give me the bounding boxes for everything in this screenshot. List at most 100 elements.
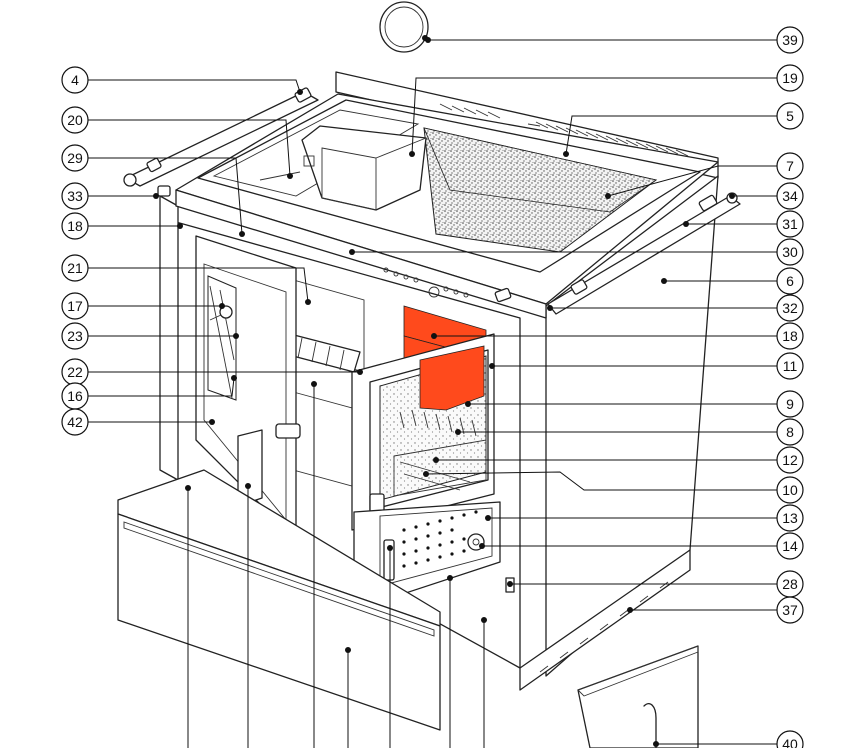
callout-number: 10	[782, 482, 798, 498]
callout-number: 28	[782, 576, 798, 592]
callout-target-dot	[231, 375, 237, 381]
callout-31: 31	[776, 210, 804, 238]
callout-leader	[88, 157, 243, 235]
callout-target-dot	[627, 607, 633, 613]
callout-circle	[776, 730, 804, 748]
callout-number: 32	[782, 300, 798, 316]
top-inner-chamber	[212, 109, 427, 211]
callout-number: 6	[786, 273, 794, 289]
callout-39: 39	[776, 26, 804, 54]
callout-12: 12	[776, 446, 804, 474]
callout-target-dot	[547, 305, 553, 311]
callout-number: 13	[782, 510, 798, 526]
callout-circle	[776, 322, 804, 350]
callout-leader	[565, 115, 777, 155]
callout-circle	[776, 532, 804, 560]
callout-5: 5	[776, 102, 804, 130]
callout-circle	[776, 26, 804, 54]
callout-circle	[776, 390, 804, 418]
callout-4: 4	[61, 66, 89, 94]
callout-circle	[776, 294, 804, 322]
callout-21: 21	[61, 254, 89, 282]
callout-number: 12	[782, 452, 798, 468]
callout-circle	[776, 596, 804, 624]
callout-number: 31	[782, 216, 798, 232]
callout-target-dot	[233, 333, 239, 339]
callout-target-dot	[425, 37, 431, 43]
callout-target-dot	[605, 193, 611, 199]
callout-circle	[61, 182, 89, 210]
callout-target-dot	[423, 471, 429, 477]
callout-target-dot	[507, 581, 513, 587]
callout-circle	[776, 504, 804, 532]
callout-target-dot	[357, 369, 363, 375]
callout-number: 8	[786, 424, 794, 440]
callout-number: 14	[782, 538, 798, 554]
callout-number: 16	[67, 388, 83, 404]
hotplate-lid	[379, 1, 429, 53]
callout-target-dot	[653, 741, 659, 747]
callout-target-dot	[177, 223, 183, 229]
callout-42: 42	[61, 408, 89, 436]
stove-drawing	[117, 1, 741, 748]
callout-8: 8	[776, 418, 804, 446]
callout-number: 5	[786, 108, 794, 124]
callout-number: 42	[67, 414, 83, 430]
callout-number: 30	[782, 244, 798, 260]
callout-circle	[61, 106, 89, 134]
callout-circle	[776, 476, 804, 504]
callout-target-dot	[153, 193, 159, 199]
callout-number: 7	[786, 158, 794, 174]
callout-circle	[61, 144, 89, 172]
callout-14: 14	[776, 532, 804, 560]
callout-target-dot	[479, 543, 485, 549]
callout-10: 10	[776, 476, 804, 504]
callout-target-dot	[297, 89, 303, 95]
callout-target-dot	[409, 151, 415, 157]
callout-target-dot	[683, 221, 689, 227]
callout-33: 33	[61, 182, 89, 210]
callout-circle	[61, 408, 89, 436]
access-plate	[577, 645, 699, 748]
callout-number: 29	[67, 150, 83, 166]
callout-number: 4	[71, 72, 79, 88]
callout-target-dot	[455, 429, 461, 435]
callout-40: 40	[776, 730, 804, 748]
callout-number: 19	[782, 70, 798, 86]
callout-29: 29	[61, 144, 89, 172]
callout-number: 21	[67, 260, 83, 276]
callout-16: 16	[61, 382, 89, 410]
callout-target-dot	[729, 193, 735, 199]
callout-number: 39	[782, 32, 798, 48]
callout-20: 20	[61, 106, 89, 134]
callout-circle	[61, 322, 89, 350]
callout-target-dot	[219, 303, 225, 309]
callout-target-dot	[563, 151, 569, 157]
callout-17: 17	[61, 292, 89, 320]
callout-30: 30	[776, 238, 804, 266]
callout-number: 34	[782, 188, 798, 204]
callout-number: 40	[782, 736, 798, 748]
callout-18: 18	[776, 322, 804, 350]
callout-6: 6	[776, 267, 804, 295]
callout-circle	[776, 238, 804, 266]
callout-leader	[88, 267, 309, 303]
callout-target-dot	[431, 333, 437, 339]
callout-37: 37	[776, 596, 804, 624]
callout-circle	[61, 66, 89, 94]
left-side-panel	[159, 195, 179, 481]
bottom-leader-dots	[185, 381, 487, 653]
callout-circle	[776, 352, 804, 380]
callout-13: 13	[776, 504, 804, 532]
callout-circle	[61, 292, 89, 320]
hob-plate	[423, 127, 658, 253]
callout-target-dot	[661, 278, 667, 284]
callout-9: 9	[776, 390, 804, 418]
callout-number: 18	[67, 218, 83, 234]
callout-target-dot	[239, 231, 245, 237]
callout-leader	[88, 377, 235, 397]
callout-target-dot	[305, 299, 311, 305]
callout-number: 23	[67, 328, 83, 344]
callout-circle	[776, 446, 804, 474]
